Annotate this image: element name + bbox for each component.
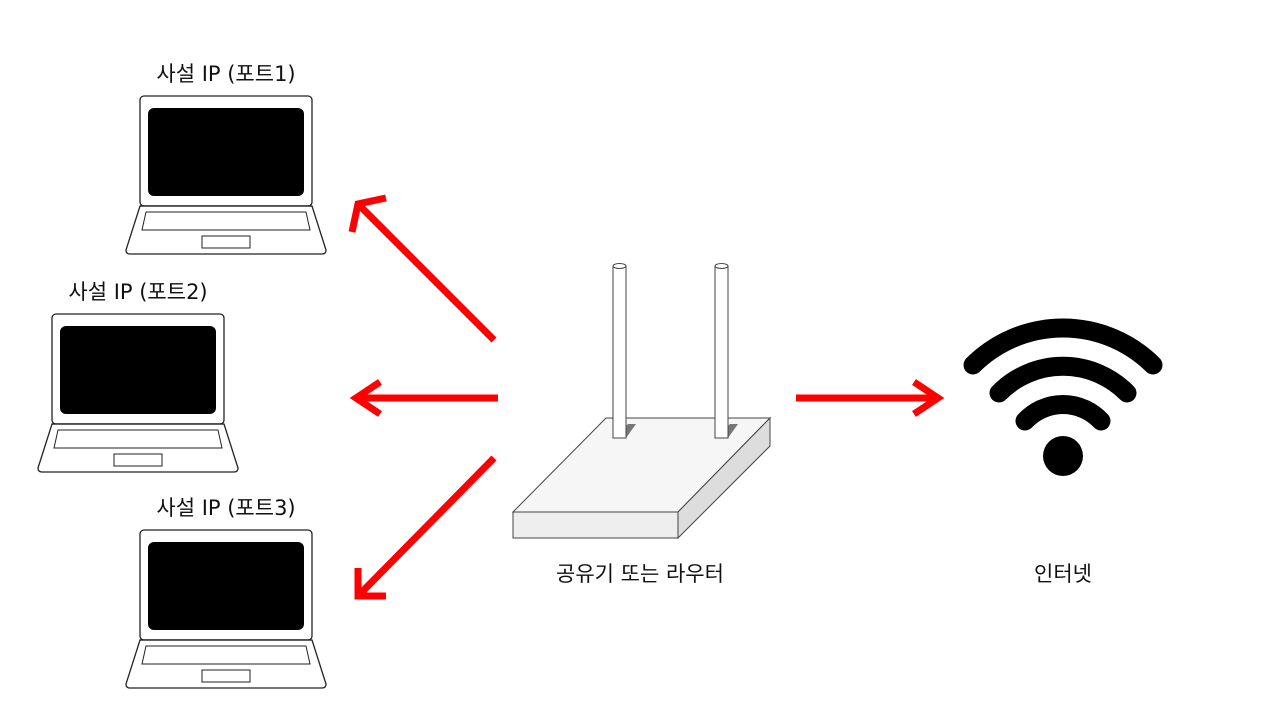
arrow-to-laptop-2 [349,379,498,417]
arrow-to-laptop-3 [354,455,497,600]
laptop-3-label: 사설 IP (포트3) [156,496,296,520]
internet-label: 인터넷 [1034,562,1092,586]
arrow-to-internet [796,379,945,417]
router-label: 공유기 또는 라우터 [556,562,724,586]
laptop-1-label: 사설 IP (포트1) [156,62,296,86]
laptop-2-label: 사설 IP (포트2) [68,280,208,304]
router-icon [511,263,772,540]
laptop-icon [37,313,239,473]
laptop-icon [125,529,327,689]
wifi-icon [963,318,1163,431]
laptop-icon [125,95,327,255]
wifi-dot [1043,436,1083,476]
arrow-to-laptop-1 [348,194,497,343]
